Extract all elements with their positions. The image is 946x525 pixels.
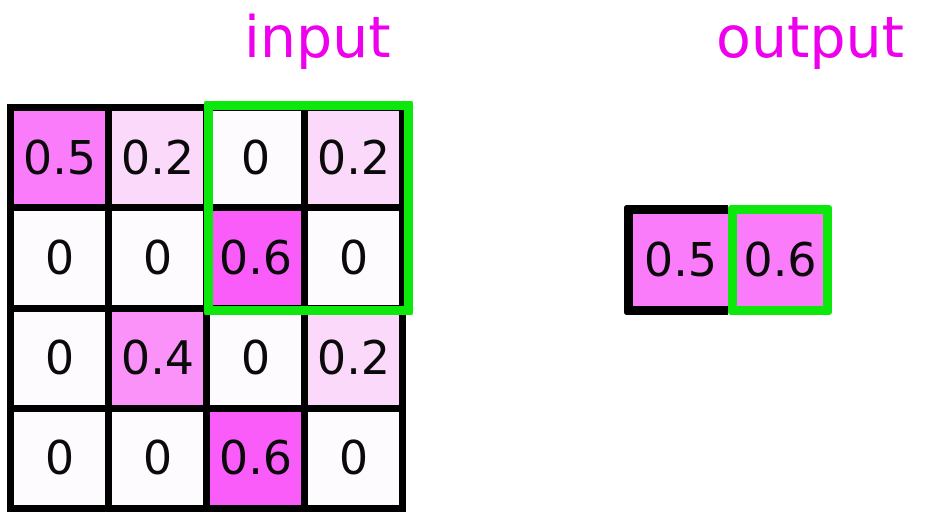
input-cell-r1c2[interactable]: 0.6 (210, 211, 301, 305)
input-cell-value: 0.6 (218, 230, 293, 285)
input-cell-value: 0.5 (22, 130, 97, 185)
input-cell-value: 0 (142, 431, 173, 486)
input-cell-value: 0 (142, 230, 173, 285)
input-cell-r2c3[interactable]: 0.2 (308, 311, 399, 405)
input-cell-value: 0.2 (316, 130, 391, 185)
input-cell-r1c1[interactable]: 0 (112, 211, 203, 305)
input-cell-value: 0.2 (120, 130, 195, 185)
output-cell-value: 0.5 (643, 233, 718, 287)
input-cell-value: 0.6 (218, 431, 293, 486)
input-cell-value: 0 (44, 230, 75, 285)
input-cell-r3c0[interactable]: 0 (14, 411, 105, 505)
output-cell-r0c1[interactable]: 0.6 (728, 205, 832, 315)
input-feature-map: 0.5 0.2 0 0.2 0 0 0.6 0 0 0.4 0 0.2 0 0 … (7, 104, 406, 512)
input-cell-r0c1[interactable]: 0.2 (112, 111, 203, 205)
input-cell-value: 0.2 (316, 331, 391, 386)
input-cell-r0c2[interactable]: 0 (210, 111, 301, 205)
output-cell-r0c0[interactable]: 0.5 (624, 205, 728, 315)
input-cell-r1c0[interactable]: 0 (14, 211, 105, 305)
input-cell-value: 0 (338, 431, 369, 486)
output-label: output (716, 5, 905, 71)
input-cell-value: 0 (338, 230, 369, 285)
input-cell-value: 0 (240, 130, 271, 185)
input-cell-r2c2[interactable]: 0 (210, 311, 301, 405)
input-cell-value: 0.4 (120, 331, 195, 386)
input-cell-value: 0 (44, 331, 75, 386)
input-cell-value: 0 (240, 331, 271, 386)
input-cell-r3c2[interactable]: 0.6 (210, 411, 301, 505)
input-cell-r2c1[interactable]: 0.4 (112, 311, 203, 405)
input-cell-r3c3[interactable]: 0 (308, 411, 399, 505)
output-cell-value: 0.6 (743, 233, 817, 287)
input-cell-r1c3[interactable]: 0 (308, 211, 399, 305)
input-cell-r3c1[interactable]: 0 (112, 411, 203, 505)
input-cell-value: 0 (44, 431, 75, 486)
output-feature-map: 0.5 0.6 (624, 205, 832, 315)
input-cell-r2c0[interactable]: 0 (14, 311, 105, 405)
input-cell-r0c3[interactable]: 0.2 (308, 111, 399, 205)
input-cell-r0c0[interactable]: 0.5 (14, 111, 105, 205)
input-label: input (244, 5, 391, 71)
